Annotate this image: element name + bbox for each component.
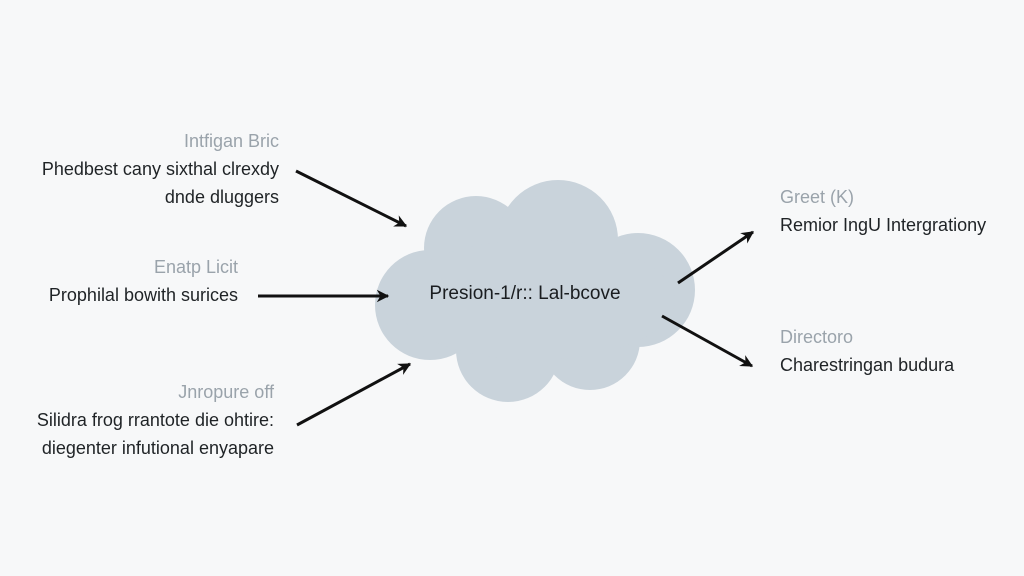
- input-2-title: Enatp Licit: [153, 257, 238, 277]
- input-3-line-1: Silidra frog rrantote die ohtire:: [36, 410, 274, 430]
- output-1-title: Greet (K): [780, 187, 855, 207]
- arrow-input-1: [295, 169, 408, 228]
- arrow-output-2: [661, 314, 754, 368]
- output-block-1: Greet (K) Remior IngU Intergrationy: [780, 183, 986, 239]
- central-node-label: Presion-1/r:: Lal-bcove: [429, 283, 621, 304]
- arrow-input-3: [296, 362, 412, 427]
- input-1-title: Intfigan Bric: [183, 131, 279, 151]
- output-2-line-1: Charestringan budura: [780, 355, 955, 375]
- input-3-title: Jnropure off: [178, 382, 274, 402]
- input-block-2: Enatp Licit Prophilal bowith surices: [49, 253, 238, 309]
- input-block-3: Jnropure off Silidra frog rrantote die o…: [37, 378, 274, 462]
- input-3-line-2: diegenter infutional enyapare: [41, 438, 274, 458]
- input-1-line-2: dnde dluggers: [164, 187, 279, 207]
- input-block-1: Intfigan Bric Phedbest cany sixthal clre…: [42, 127, 279, 211]
- output-block-2: Directoro Charestringan budura: [780, 323, 954, 379]
- input-1-line-1: Phedbest cany sixthal clrexdy: [41, 159, 279, 179]
- output-2-title: Directoro: [780, 327, 854, 347]
- input-2-line-1: Prophilal bowith surices: [48, 285, 238, 305]
- cloud-shape: [375, 180, 695, 402]
- arrow-output-1: [677, 230, 755, 285]
- output-1-line-1: Remior IngU Intergrationy: [780, 215, 987, 235]
